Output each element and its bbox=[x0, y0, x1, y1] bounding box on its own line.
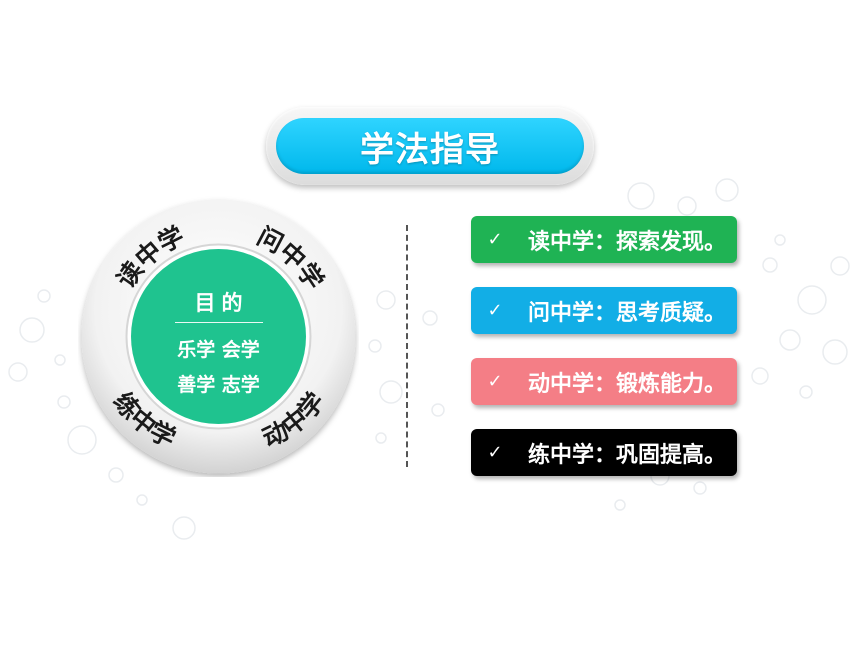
check-icon: ✓ bbox=[487, 442, 503, 463]
method-card-text: 读中学：探索发现。 bbox=[528, 229, 727, 255]
method-card-practice: ✓ 练中学：巩固提高。 bbox=[471, 429, 737, 476]
check-icon: ✓ bbox=[487, 300, 503, 321]
method-card-text: 动中学：锻炼能力。 bbox=[528, 371, 727, 397]
title-pill: 学法指导 bbox=[266, 107, 594, 185]
purpose-center-circle: 目的 乐学 会学 善学 志学 bbox=[131, 249, 306, 424]
purpose-line-2: 善学 志学 bbox=[177, 374, 260, 396]
check-icon: ✓ bbox=[487, 371, 503, 392]
method-card-read: ✓ 读中学：探索发现。 bbox=[471, 216, 737, 263]
dashed-divider bbox=[406, 225, 408, 467]
purpose-title: 目的 bbox=[194, 291, 249, 315]
method-card-ask: ✓ 问中学：思考质疑。 bbox=[471, 287, 737, 334]
purpose-ring-diagram: 读中学 问中学 练中学 动中学 目的 乐学 会学 善学 志学 bbox=[78, 196, 359, 477]
check-icon: ✓ bbox=[487, 229, 503, 250]
method-card-act: ✓ 动中学：锻炼能力。 bbox=[471, 358, 737, 405]
method-card-text: 问中学：思考质疑。 bbox=[528, 300, 727, 326]
purpose-divider bbox=[174, 322, 263, 323]
method-card-text: 练中学：巩固提高。 bbox=[528, 442, 727, 468]
title-pill-inner: 学法指导 bbox=[276, 118, 584, 174]
page-title: 学法指导 bbox=[360, 129, 500, 170]
purpose-line-1: 乐学 会学 bbox=[177, 339, 260, 361]
